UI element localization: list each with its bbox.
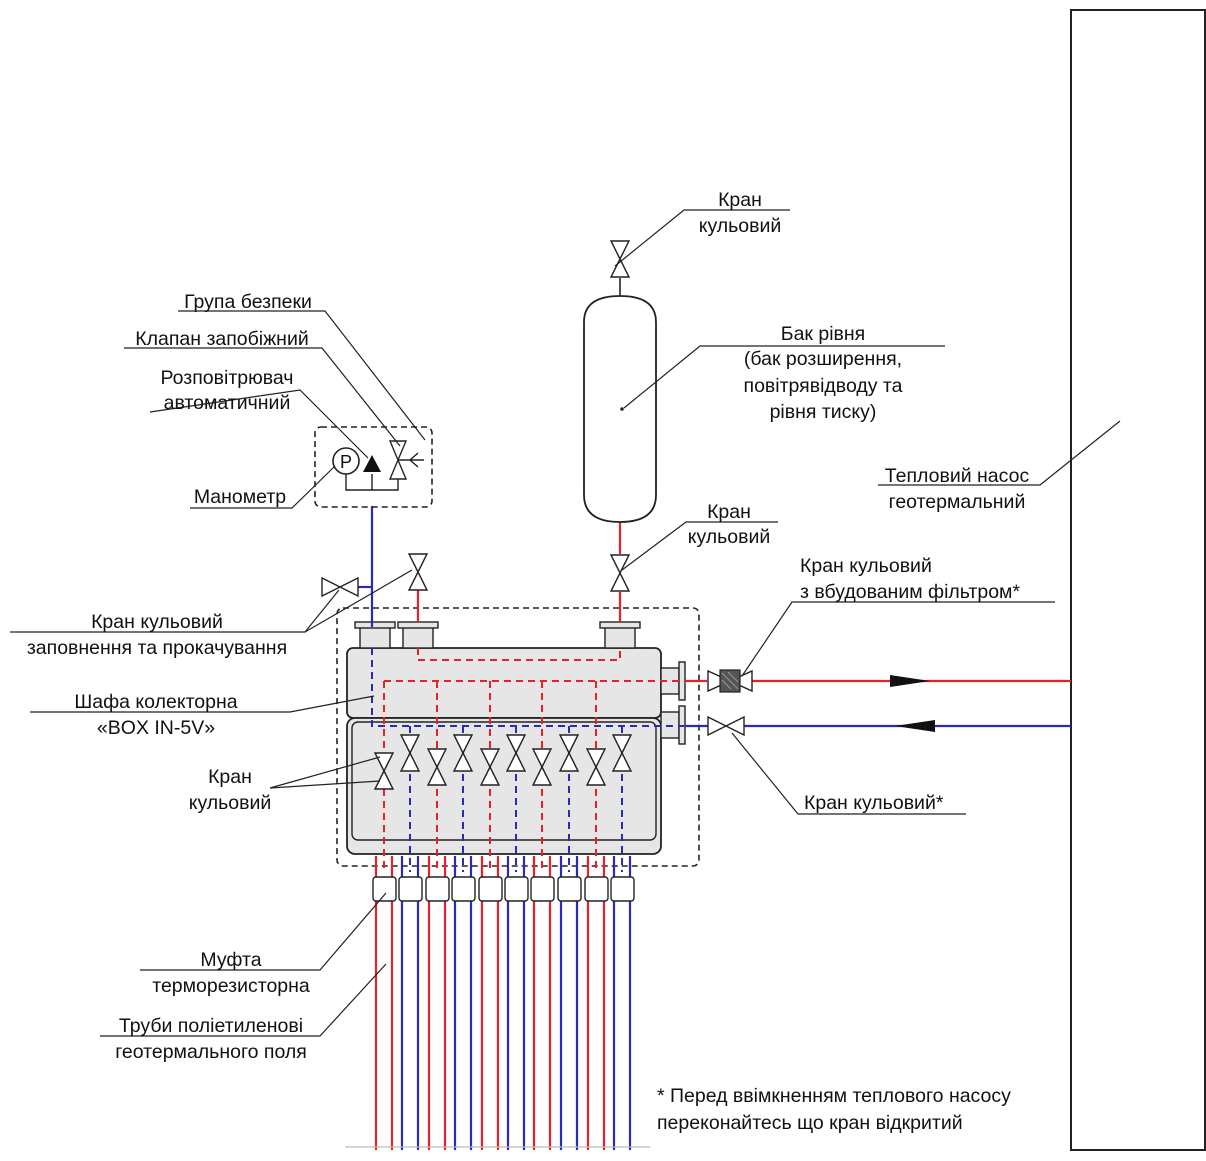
tank-center-dot [620,407,624,411]
expansion-tank [583,295,657,523]
note-line-2: переконайтесь що кран відкритий [657,1112,963,1134]
manifold-upper [346,647,662,719]
manometer-letter: P [340,452,352,472]
tank-top-ball-valve [610,240,630,278]
tank-ball-valve [610,554,630,592]
label-teplovyi-1: Тепловий насос [885,465,1030,487]
label-bak-2: (бак розширення, [744,348,902,370]
label-bak-4: рівня тиску) [770,401,877,423]
label-mufta-2: терморезисторна [152,975,310,997]
label-klapan: Клапан запобіжний [135,328,308,350]
note-line-1: * Перед ввімкненням теплового насосу [657,1085,1011,1107]
label-kran-top-1: Кран [718,189,762,211]
label-shafa-2: «BOX IN-5V» [97,717,215,739]
label-mufta-1: Муфта [200,949,261,971]
label-rozpovitr-1: Розповітрювач [161,367,294,389]
label-kran-left-1: Кран [208,766,252,788]
label-kran-top-2: кульовий [699,215,782,237]
label-kran-filtr-2: з вбудованим фільтром* [800,581,1020,603]
label-kran-mid-1: Кран [707,501,751,523]
fill-ball-valve [321,577,359,597]
cabinet-boundary [336,607,700,867]
return-flow-arrow [895,720,935,732]
label-truby-2: геотермального поля [115,1041,307,1063]
label-kran-star: Кран кульовий* [804,792,944,814]
internal-supply-lines [383,648,684,872]
return-ball-valve [707,716,745,736]
manifold-lower [346,717,662,855]
label-kran-left-2: кульовий [189,792,272,814]
supply-flow-arrow [890,675,930,687]
safety-group-boundary [314,426,433,508]
label-kran-mid-2: кульовий [688,526,771,548]
label-shafa-1: Шафа колекторна [74,691,237,713]
label-bak-1: Бак рівня [781,323,865,345]
label-grupa-bezpeky: Група безпеки [184,291,312,313]
manifold-lower-inner [351,721,657,841]
safety-valve-symbol [388,440,424,480]
label-teplovyi-2: геотермальний [889,491,1026,513]
heat-pump-housing [1070,9,1206,1151]
field-pipes [374,856,632,1150]
filter-ball-valve [707,669,753,693]
label-kran-zapov-2: заповнення та прокачування [27,637,287,659]
label-truby-1: Труби поліетиленові [119,1015,303,1037]
label-rozpovitr-2: автоматичний [164,392,291,414]
label-kran-zapov-1: Кран кульовий [91,611,223,633]
air-vent-ball-valve [408,553,428,591]
label-manometr: Манометр [194,486,286,508]
label-kran-filtr-1: Кран кульовий [800,555,932,577]
safety-group-piping [345,474,399,491]
thermoresistor-couplings [372,876,635,902]
leader-lines [10,209,1121,1037]
label-bak-3: повітрявідводу та [744,375,903,397]
air-vent-symbol [363,455,381,472]
